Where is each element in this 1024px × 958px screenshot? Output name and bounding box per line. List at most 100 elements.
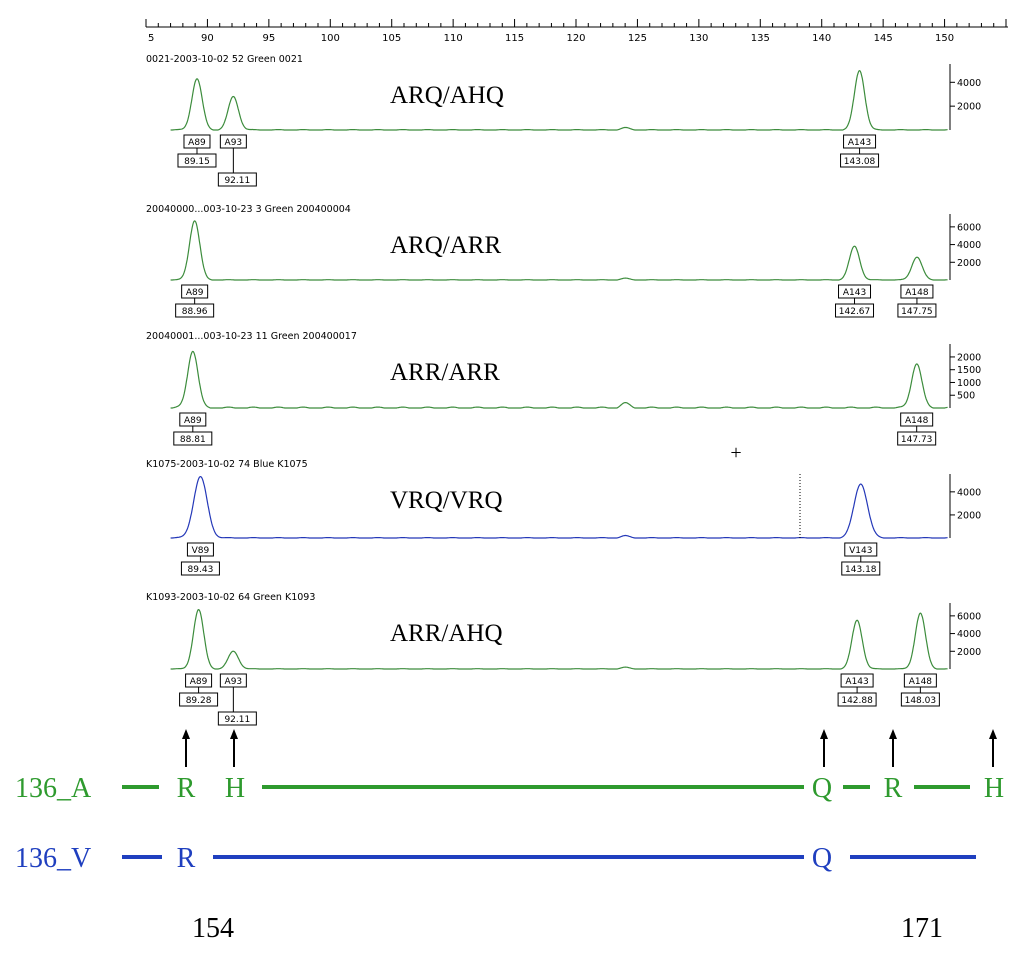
panel-header: 20040001...003-10-23 11 Green 200400017 — [146, 331, 357, 342]
sequence-V-label: 136_V — [15, 843, 91, 874]
axis-tick-label: 150 — [935, 33, 954, 44]
y-tick-label: 1500 — [957, 365, 981, 376]
y-tick-label: 4000 — [957, 240, 981, 251]
peak-size: 89.28 — [186, 696, 212, 706]
trace-line — [170, 475, 948, 539]
panel-4: K1075-2003-10-02 74 Blue K1075 4000 2000 VR… — [146, 459, 981, 576]
residue-A: H — [984, 773, 1004, 804]
peak-size-box — [837, 692, 877, 707]
peak-size-box — [897, 431, 937, 446]
position-label: 171 — [901, 913, 943, 944]
axis-tick-label: 130 — [689, 33, 708, 44]
panel-header: 0021-2003-10-02 52 Green 0021 — [146, 54, 303, 65]
peak-size: 143.08 — [844, 157, 876, 167]
peak-size: 88.96 — [182, 307, 208, 317]
cursor-cross: + — [730, 442, 741, 464]
genotype-label: VRQ/VRQ — [390, 487, 503, 514]
axis-tick-label: 5 — [148, 33, 154, 44]
residue-A: R — [884, 773, 903, 804]
y-tick-label: 4000 — [957, 78, 981, 89]
peak-size-box — [840, 153, 880, 168]
peak-name: A89 — [184, 416, 202, 426]
peak-size-box — [841, 561, 881, 576]
genotype-label: ARQ/ARR — [390, 232, 501, 259]
axis-tick-label: 110 — [444, 33, 463, 44]
peak-name: A148 — [909, 677, 933, 687]
peak-size: 142.88 — [841, 696, 873, 706]
axis-tick-label: 135 — [751, 33, 770, 44]
peak-size-box — [175, 303, 215, 318]
peak-size: 143.18 — [845, 565, 877, 575]
y-tick-label: 4000 — [957, 487, 981, 498]
axis-tick-label: 100 — [321, 33, 340, 44]
axis-tick-label: 90 — [201, 33, 214, 44]
arrow-head — [889, 729, 897, 739]
peak-size: 89.43 — [188, 565, 214, 575]
residue-A: H — [225, 773, 245, 804]
panel-header: K1075-2003-10-02 74 Blue K1075 — [146, 459, 308, 470]
peak-size: 92.11 — [224, 176, 250, 186]
peak-name: A89 — [190, 677, 208, 687]
y-tick-label: 2000 — [957, 510, 981, 521]
residue-A: Q — [812, 773, 832, 804]
peak-name: A89 — [186, 288, 204, 298]
panel-2: 20040000...003-10-23 3 Green 200400004 60… — [146, 204, 981, 318]
peak-size-box — [897, 303, 937, 318]
axis-tick-label: 125 — [628, 33, 647, 44]
arrow-head — [820, 729, 828, 739]
panel-header: 20040000...003-10-23 3 Green 200400004 — [146, 204, 351, 215]
peak-size: 147.75 — [901, 307, 933, 317]
axis-tick-label: 105 — [382, 33, 401, 44]
genotype-label: ARR/ARR — [390, 359, 500, 386]
y-tick-label: 2000 — [957, 647, 981, 658]
y-tick-label: 2000 — [957, 258, 981, 269]
axis-tick-label: 120 — [566, 33, 585, 44]
genotype-label: ARQ/AHQ — [390, 82, 504, 109]
peak-size: 147.73 — [901, 435, 933, 445]
peak-size: 92.11 — [224, 715, 250, 725]
sequence-A-label: 136_A — [15, 773, 92, 804]
y-tick-label: 2000 — [957, 352, 981, 363]
trace-line — [170, 350, 948, 409]
peak-name: A143 — [848, 138, 871, 148]
peak-size-box — [835, 303, 875, 318]
position-label: 154 — [192, 913, 234, 944]
peak-size-box — [173, 431, 213, 446]
y-tick-label: 4000 — [957, 629, 981, 640]
panel-1: 0021-2003-10-02 52 Green 002140002000ARQ… — [146, 54, 981, 187]
arrow-head — [182, 729, 190, 739]
peak-name: A93 — [225, 138, 243, 148]
y-tick-label: 500 — [957, 391, 975, 402]
peak-size: 88.81 — [180, 435, 206, 445]
peak-size-box — [217, 172, 257, 187]
axis-tick-label: 140 — [812, 33, 831, 44]
y-tick-label: 6000 — [957, 222, 981, 233]
panel-3: 20040001...003-10-23 11 Green 200400017 2… — [146, 331, 981, 446]
peak-name: A89 — [188, 138, 206, 148]
peak-name: A148 — [905, 416, 929, 426]
peak-size-box — [180, 561, 220, 576]
trace-line — [170, 70, 948, 131]
y-tick-label: 1000 — [957, 378, 981, 389]
electropherogram-panels: 0021-2003-10-02 52 Green 0021 4000 2000 ARQ… — [146, 54, 981, 726]
trace-line — [170, 220, 948, 281]
y-tick-label: 6000 — [957, 611, 981, 622]
residue-V: Q — [812, 843, 832, 874]
peak-name: A143 — [843, 288, 866, 298]
peak-size: 89.15 — [184, 157, 210, 167]
peak-size-box — [217, 711, 257, 726]
peak-name: A93 — [225, 677, 243, 687]
peak-size: 142.67 — [839, 307, 871, 317]
peak-name: V143 — [849, 546, 872, 556]
peak-size-box — [179, 692, 219, 707]
arrow-head — [230, 729, 238, 739]
peak-name: A143 — [845, 677, 868, 687]
residue-A: R — [177, 773, 196, 804]
genotype-label: ARR/AHQ — [390, 620, 503, 647]
trace-line — [170, 608, 948, 670]
peak-name: V89 — [192, 546, 210, 556]
axis-tick-label: 145 — [874, 33, 893, 44]
